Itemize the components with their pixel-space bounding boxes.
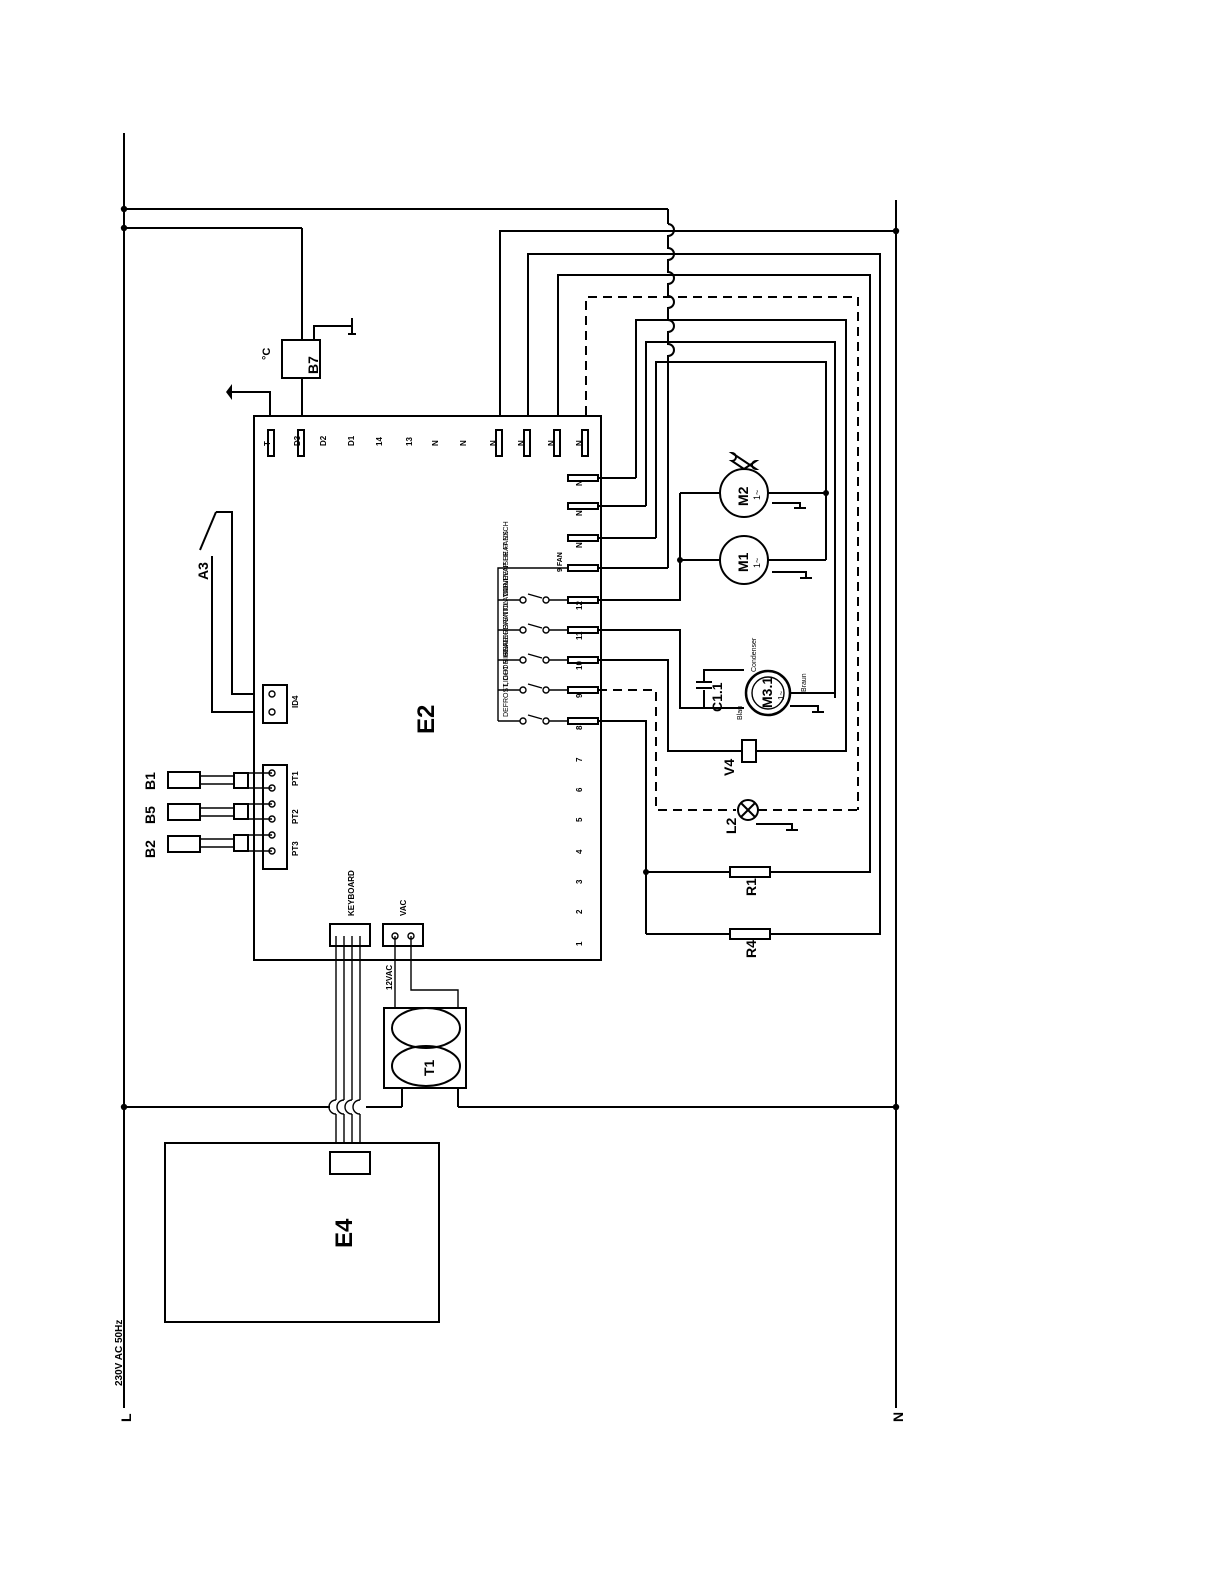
svg-text:R1: R1 <box>743 878 759 896</box>
svg-text:N: N <box>431 440 440 446</box>
e4-keyboard-connector <box>329 1151 371 1175</box>
svg-text:M1: M1 <box>735 552 751 572</box>
svg-text:M2: M2 <box>735 486 751 506</box>
svg-text:8: 8 <box>575 725 584 730</box>
svg-text:REFRIGERATION VALVE: REFRIGERATION VALVE <box>503 575 510 656</box>
svg-text:N: N <box>547 440 556 446</box>
svg-text:3: 3 <box>575 879 584 884</box>
svg-text:13: 13 <box>405 437 414 446</box>
svg-text:PT3: PT3 <box>291 841 300 856</box>
svg-text:D2: D2 <box>319 435 328 446</box>
board-e2-label: E2 <box>413 705 440 734</box>
svg-text:LIGHT SIGNAL: LIGHT SIGNAL <box>503 638 510 686</box>
svg-text:9: 9 <box>575 693 584 698</box>
svg-text:Braun: Braun <box>801 673 808 692</box>
svg-text:B5: B5 <box>142 806 158 824</box>
svg-text:N: N <box>517 440 526 446</box>
svg-text:Blau: Blau <box>737 706 744 720</box>
a3-label: A3 <box>195 562 211 580</box>
svg-text:N: N <box>489 440 498 446</box>
svg-text:1~: 1~ <box>752 490 762 500</box>
svg-text:B2: B2 <box>142 840 158 858</box>
svg-text:1: 1 <box>575 941 584 946</box>
svg-text:VENTILATOR EVAP HEAT EXCH: VENTILATOR EVAP HEAT EXCH <box>503 521 510 626</box>
svg-text:12VAC: 12VAC <box>385 965 394 990</box>
svg-text:9 FAN: 9 FAN <box>557 552 564 572</box>
svg-text:C1.1: C1.1 <box>709 682 725 712</box>
svg-text:12: 12 <box>575 601 584 610</box>
svg-text:B1: B1 <box>142 772 158 790</box>
svg-text:N: N <box>575 480 584 486</box>
vac-connector <box>382 923 424 947</box>
supply-rating: 230V AC 50Hz <box>114 1320 125 1386</box>
svg-text:M3.1: M3.1 <box>759 677 775 708</box>
svg-text:6: 6 <box>575 787 584 792</box>
svg-text:2: 2 <box>575 909 584 914</box>
svg-text:Condenser: Condenser <box>751 637 758 672</box>
b7-unit: °C <box>261 348 273 360</box>
probe-b2 <box>167 835 201 853</box>
svg-text:V4: V4 <box>721 759 737 776</box>
neutral-label: N <box>890 1412 906 1422</box>
svg-text:PT2: PT2 <box>291 809 300 824</box>
svg-text:4: 4 <box>575 849 584 854</box>
b7-label: B7 <box>305 356 321 374</box>
svg-text:14: 14 <box>375 437 384 446</box>
heater-r1 <box>729 866 771 878</box>
svg-text:R4: R4 <box>743 940 759 958</box>
svg-text:N: N <box>575 510 584 516</box>
probe-b1 <box>167 771 201 789</box>
svg-text:T: T <box>263 441 272 446</box>
b7-sensor <box>281 339 321 379</box>
svg-text:10: 10 <box>575 661 584 670</box>
board-e4-label: E4 <box>331 1218 358 1248</box>
display-board-e4 <box>164 1142 440 1323</box>
heater-r4 <box>729 928 771 940</box>
svg-text:D3: D3 <box>293 435 302 446</box>
svg-text:D1: D1 <box>347 435 356 446</box>
svg-text:KEYBOARD: KEYBOARD <box>347 870 356 916</box>
svg-text:N: N <box>575 440 584 446</box>
svg-text:DEFROST, DOOR HEATERS: DEFROST, DOOR HEATERS <box>503 625 510 717</box>
top-terminal-strip <box>267 429 589 457</box>
solenoid-valve-v4 <box>741 739 757 763</box>
svg-text:PT1: PT1 <box>291 771 300 786</box>
svg-text:VAC: VAC <box>399 899 408 916</box>
line-label: L <box>118 1413 134 1422</box>
svg-text:N: N <box>575 542 584 548</box>
svg-text:7: 7 <box>575 757 584 762</box>
svg-text:1~: 1~ <box>777 691 786 700</box>
svg-text:N: N <box>459 440 468 446</box>
svg-text:T1: T1 <box>421 1059 437 1076</box>
svg-text:5: 5 <box>575 817 584 822</box>
svg-text:L2: L2 <box>723 817 739 834</box>
di4-connector <box>262 684 288 724</box>
svg-text:ID4: ID4 <box>291 695 300 708</box>
svg-text:11: 11 <box>575 631 584 640</box>
svg-text:CONDENSER FANS: CONDENSER FANS <box>503 531 510 596</box>
probe-b5 <box>167 803 201 821</box>
svg-text:1~: 1~ <box>752 558 762 568</box>
